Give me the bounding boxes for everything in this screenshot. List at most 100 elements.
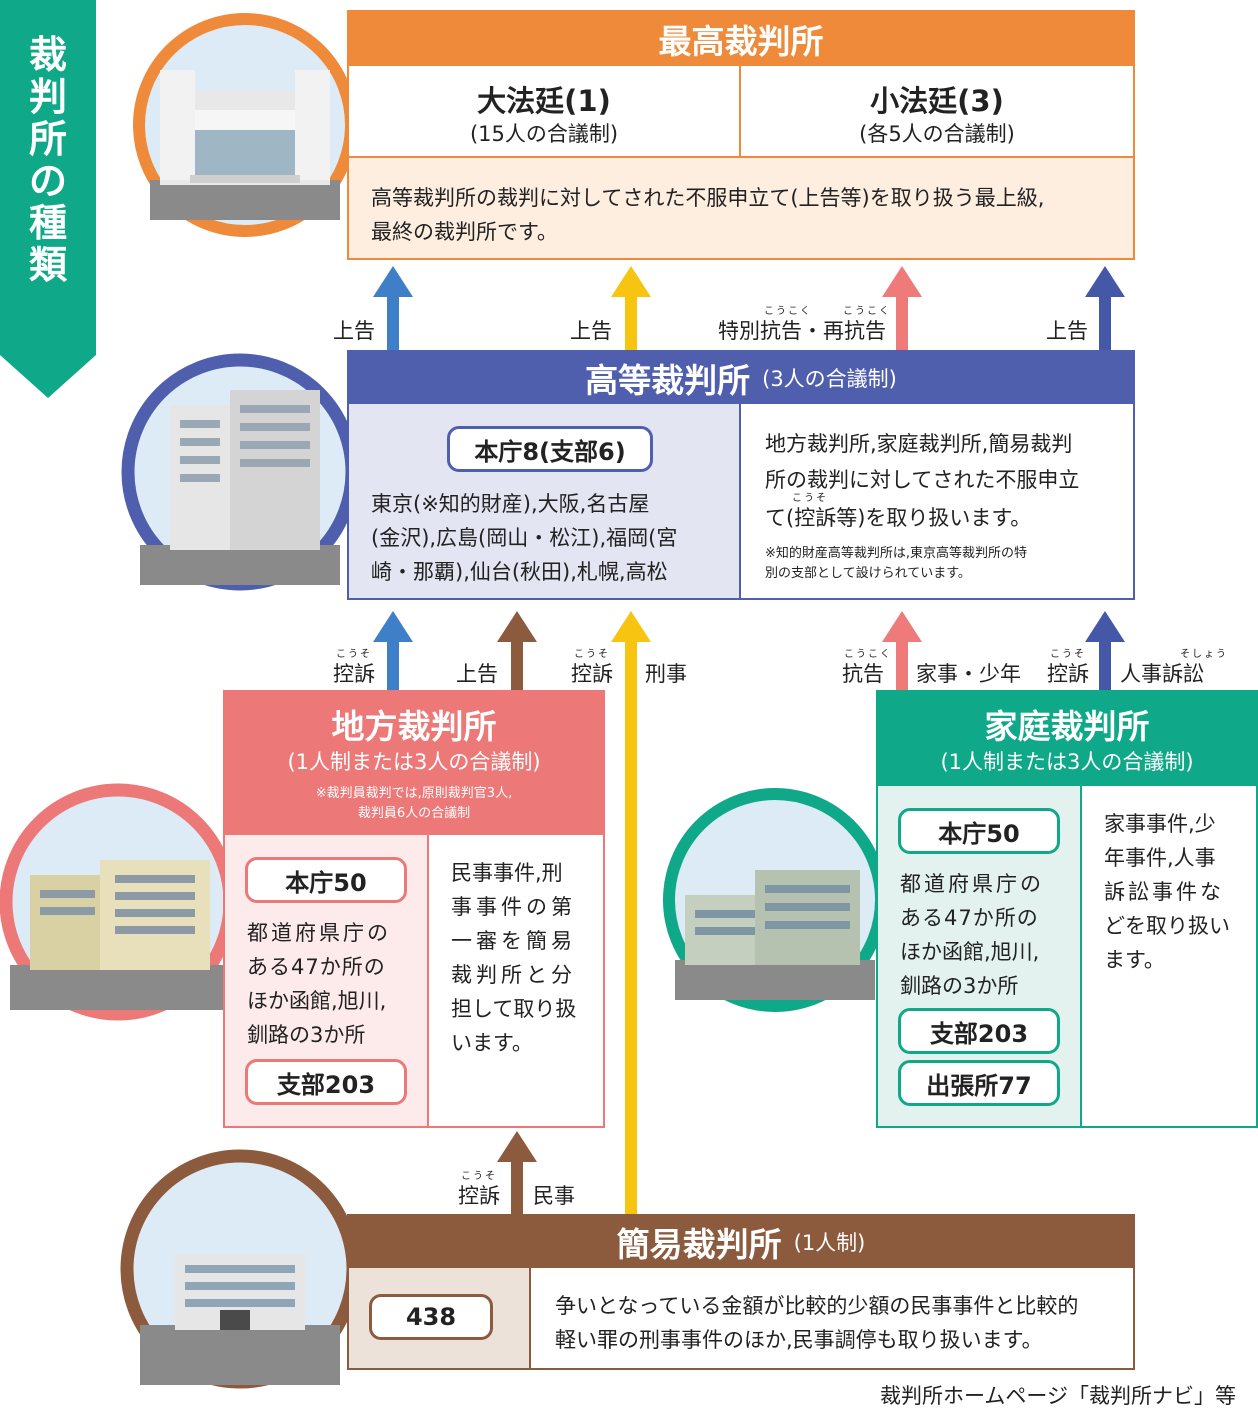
source-credit: 裁判所ホームページ「裁判所ナビ」等 <box>880 1384 1236 1408</box>
grand-bench-note: (15人の合議制) <box>469 122 619 146</box>
district-court-header: 地方裁判所 (1人制または3人の合議制) ※裁判員裁判では,原則裁判官3人, 裁… <box>225 692 603 835</box>
high-desc-line2: 所の裁判に対してされた不服申立 <box>765 468 1080 492</box>
high-court-building-icon <box>121 353 359 591</box>
ruby-koso-4: こうそ <box>461 1171 497 1182</box>
family-office-count: 出張所77 <box>898 1060 1060 1106</box>
high-note-line1: ※知的財産高等裁判所は,東京高等裁判所の特 <box>765 546 1028 561</box>
petty-bench-cell: 小法廷(3) (各5人の合議制) <box>741 66 1133 158</box>
district-main-count: 本庁50 <box>245 857 407 903</box>
label-jokoku-2: 上告 <box>570 319 612 343</box>
sidebar-banner: 裁判所の種類 <box>0 0 96 398</box>
high-court-sub: (3人の合議制) <box>762 367 897 391</box>
high-court-header: 高等裁判所 (3人の合議制) <box>349 352 1133 404</box>
high-desc-line1: 地方裁判所,家庭裁判所,簡易裁判 <box>765 432 1073 456</box>
grand-bench-title: 大法廷(1) <box>477 84 611 118</box>
supreme-court-box: 最高裁判所 大法廷(1) (15人の合議制) 小法廷(3) (各5人の合議制) … <box>347 10 1135 260</box>
summary-desc-line2: 軽い罪の刑事事件のほか,民事調停も取り扱います。 <box>555 1328 1043 1352</box>
ruby-kokoku-2: こうこく <box>843 306 891 317</box>
family-places-line3: ほか函館,旭川, <box>900 940 1040 964</box>
family-desc-line3: 訴訟事件な <box>1104 880 1224 904</box>
family-court-left: 本庁50 都道府県庁の ある47か所の ほか函館,旭川, 釧路の3か所 支部20… <box>878 786 1082 1126</box>
ruby-koso-2: こうそ <box>574 649 610 660</box>
high-places-line1: 東京(※知的財産),大阪,名古屋 <box>371 492 650 516</box>
family-court-header: 家庭裁判所 (1人制または3人の合議制) <box>878 692 1256 786</box>
district-court-title: 地方裁判所 <box>331 707 497 746</box>
family-desc-line4: どを取り扱い <box>1104 914 1230 938</box>
ruby-kokoku-1: こうこく <box>764 306 812 317</box>
district-desc-line4: 裁判所と分 <box>451 963 576 987</box>
district-places-line3: ほか函館,旭川, <box>247 989 387 1013</box>
high-court-left: 本庁8(支部6) 東京(※知的財産),大阪,名古屋 (金沢),広島(岡山・松江)… <box>349 404 741 598</box>
district-desc-line5: 担して取り扱 <box>451 997 577 1021</box>
label-personal-affairs: 人事訴訟 <box>1120 662 1204 686</box>
family-desc-line2: 年事件,人事 <box>1104 846 1216 870</box>
label-kokoku: 抗告 <box>842 662 884 686</box>
ruby-koso-1: こうそ <box>336 649 372 660</box>
district-branch-count: 支部203 <box>245 1059 407 1105</box>
district-places-line4: 釧路の3か所 <box>247 1023 366 1047</box>
supreme-court-building-icon <box>133 13 357 237</box>
label-koso-2: 控訴 <box>571 662 613 686</box>
district-places-line2: ある47か所の <box>247 955 386 979</box>
district-desc-line2: 事事件の第 <box>451 895 576 919</box>
family-places-line2: ある47か所の <box>900 906 1039 930</box>
supreme-court-title: 最高裁判所 <box>658 22 824 61</box>
sidebar-banner-shape <box>0 0 96 398</box>
district-note-line1: ※裁判員裁判では,原則裁判官3人, <box>315 786 513 801</box>
ruby-kokoku-3: こうこく <box>844 649 892 660</box>
summary-court-left: 438 <box>349 1268 531 1368</box>
summary-court-box: 簡易裁判所 (1人制) 438 争いとなっている金額が比較的少額の民事事件と比較… <box>347 1214 1135 1370</box>
family-branch-count: 支部203 <box>898 1008 1060 1054</box>
family-desc-line1: 家事事件,少 <box>1104 812 1216 836</box>
ruby-soshou: そしょう <box>1180 649 1228 660</box>
sidebar-title: 裁判所の種類 <box>28 33 67 287</box>
district-note-line2: 裁判員6人の合議制 <box>357 806 471 821</box>
district-court-sub: (1人制または3人の合議制) <box>287 750 541 774</box>
label-criminal: 刑事 <box>645 662 687 686</box>
district-desc-line6: います。 <box>451 1031 533 1055</box>
petty-bench-note: (各5人の合議制) <box>859 122 1015 146</box>
district-places-line1: 都道府県庁の <box>247 921 391 945</box>
label-koso-3: 控訴 <box>1047 662 1089 686</box>
family-court-sub: (1人制または3人の合議制) <box>940 750 1194 774</box>
label-family-juvenile: 家事・少年 <box>916 662 1021 686</box>
family-main-count: 本庁50 <box>898 808 1060 854</box>
district-court-box: 地方裁判所 (1人制または3人の合議制) ※裁判員裁判では,原則裁判官3人, 裁… <box>223 690 605 1128</box>
label-jokoku-4: 上告 <box>456 662 498 686</box>
supreme-desc-line2: 最終の裁判所です。 <box>371 220 558 244</box>
family-places-line1: 都道府県庁の <box>900 872 1044 896</box>
label-jokoku-3: 上告 <box>1046 319 1088 343</box>
label-koso-4: 控訴 <box>458 1184 500 1208</box>
high-court-title: 高等裁判所 <box>585 361 751 400</box>
summary-count: 438 <box>369 1294 493 1340</box>
district-desc-line1: 民事事件,刑 <box>451 861 563 885</box>
high-court-count: 本庁8(支部6) <box>447 426 653 472</box>
label-koso-1: 控訴 <box>333 662 375 686</box>
district-court-building-icon <box>0 783 237 1021</box>
supreme-court-header: 最高裁判所 <box>349 12 1133 66</box>
family-court-title: 家庭裁判所 <box>984 707 1150 746</box>
high-places-line2: (金沢),広島(岡山・松江),福岡(宮 <box>371 526 678 550</box>
label-jokoku-1: 上告 <box>333 319 375 343</box>
summary-court-title: 簡易裁判所 <box>616 1225 782 1264</box>
district-desc-line3: 一審を簡易 <box>451 929 576 953</box>
summary-court-building-icon <box>120 1149 360 1389</box>
high-court-box: 高等裁判所 (3人の合議制) 本庁8(支部6) 東京(※知的財産),大阪,名古屋… <box>347 350 1135 600</box>
district-court-left: 本庁50 都道府県庁の ある47か所の ほか函館,旭川, 釧路の3か所 支部20… <box>225 835 429 1126</box>
high-desc-ruby: こうそ <box>792 493 828 504</box>
label-special-appeal: 特別抗告・再抗告 <box>718 319 886 343</box>
summary-desc-line1: 争いとなっている金額が比較的少額の民事事件と比較的 <box>555 1294 1079 1318</box>
high-desc-line3: て(控訴等)を取り扱います。 <box>765 506 1032 530</box>
high-note-line2: 別の支部として設けられています。 <box>765 566 971 581</box>
family-court-building-icon <box>663 788 887 1012</box>
ruby-koso-3: こうそ <box>1050 649 1086 660</box>
supreme-desc-line1: 高等裁判所の裁判に対してされた不服申立て(上告等)を取り扱う最上級, <box>371 186 1045 210</box>
family-desc-line5: ます。 <box>1104 948 1165 972</box>
summary-court-sub: (1人制) <box>793 1231 866 1255</box>
high-places-line3: 崎・那覇),仙台(秋田),札幌,高松 <box>371 560 668 584</box>
grand-bench-cell: 大法廷(1) (15人の合議制) <box>349 66 741 158</box>
family-court-box: 家庭裁判所 (1人制または3人の合議制) 本庁50 都道府県庁の ある47か所の… <box>876 690 1258 1128</box>
petty-bench-title: 小法廷(3) <box>870 84 1004 118</box>
family-places-line4: 釧路の3か所 <box>900 974 1019 998</box>
summary-court-header: 簡易裁判所 (1人制) <box>349 1216 1133 1268</box>
